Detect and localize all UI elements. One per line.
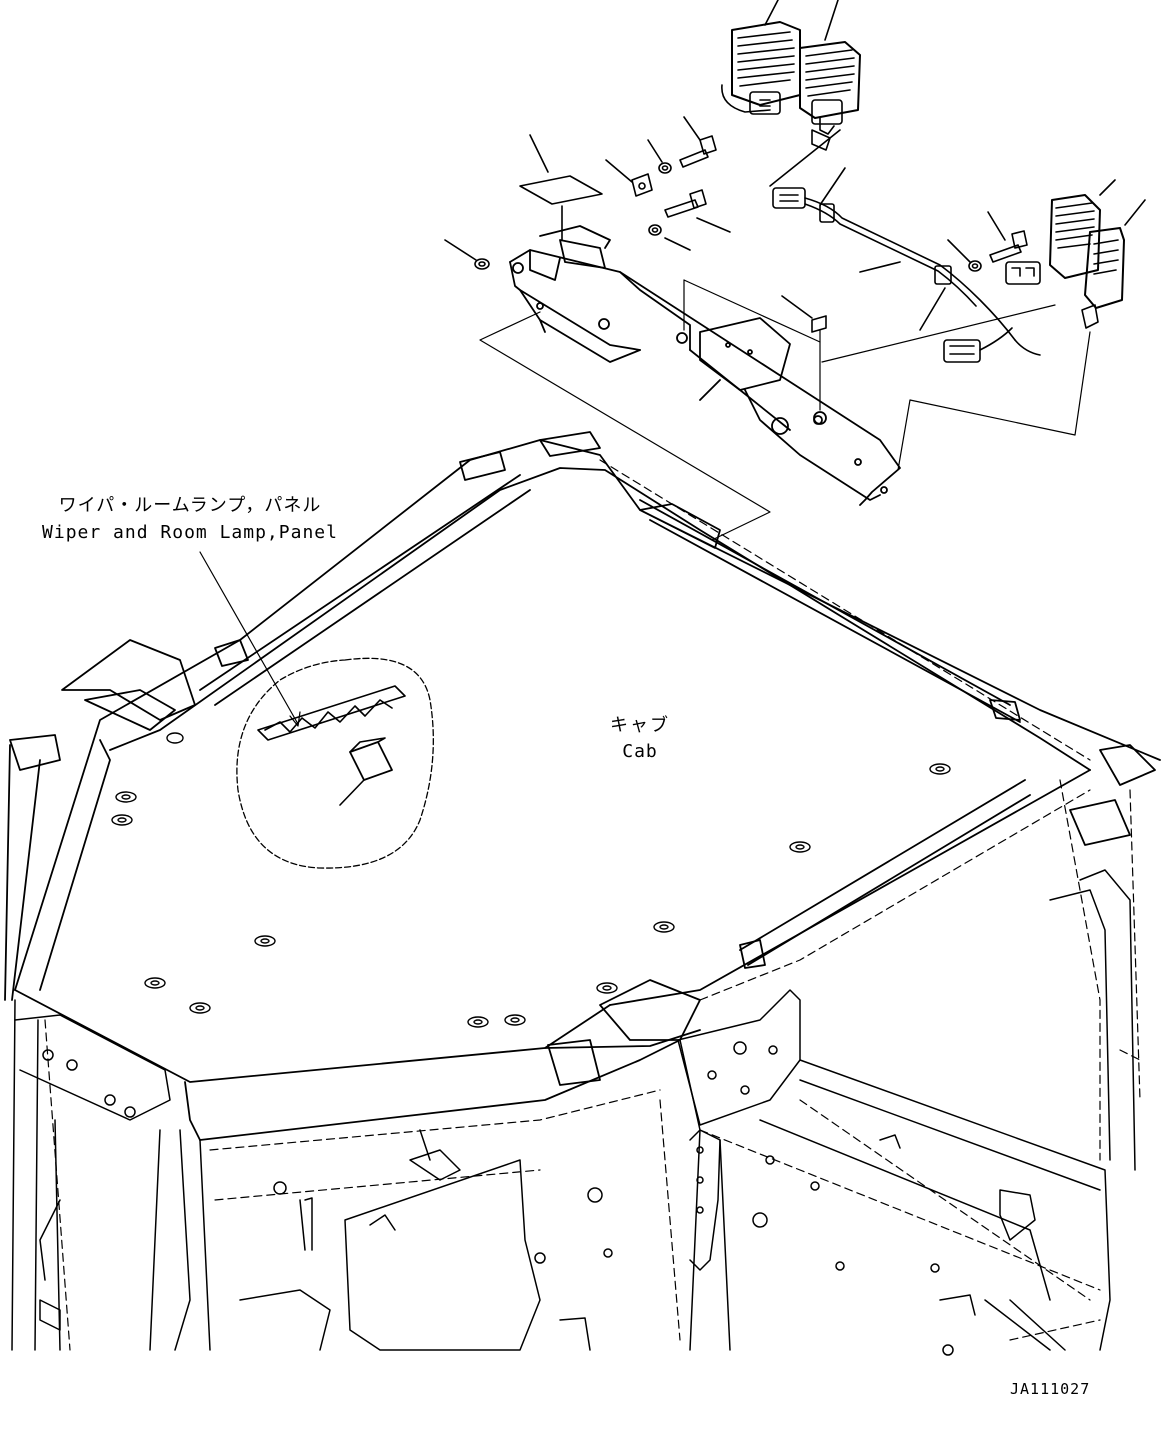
assembly-lines [479, 279, 1091, 541]
drawing-code: JA111027 [1010, 1380, 1091, 1398]
front-work-lamp-pair [721, 0, 861, 187]
lamp-bracket [509, 225, 901, 506]
shim-plate [519, 134, 603, 241]
room-lamp-detail [199, 551, 434, 869]
cab-roof [4, 431, 1161, 1141]
hidden-lines [44, 459, 1141, 1351]
cab-label-jp: キャブ [610, 715, 670, 736]
fasteners [444, 116, 1028, 333]
cab-structure [11, 869, 1136, 1356]
cab-label-en: Cab [622, 741, 658, 762]
wiper-room-lamp-panel-label-en: Wiper and Room Lamp,Panel [42, 522, 338, 543]
wiper-room-lamp-panel-label-jp: ワイパ・ルームランプ，パネル [58, 495, 322, 516]
roof-holes [111, 732, 951, 1028]
wiring-harness [772, 167, 1041, 363]
rear-work-lamp-pair [1005, 179, 1146, 329]
